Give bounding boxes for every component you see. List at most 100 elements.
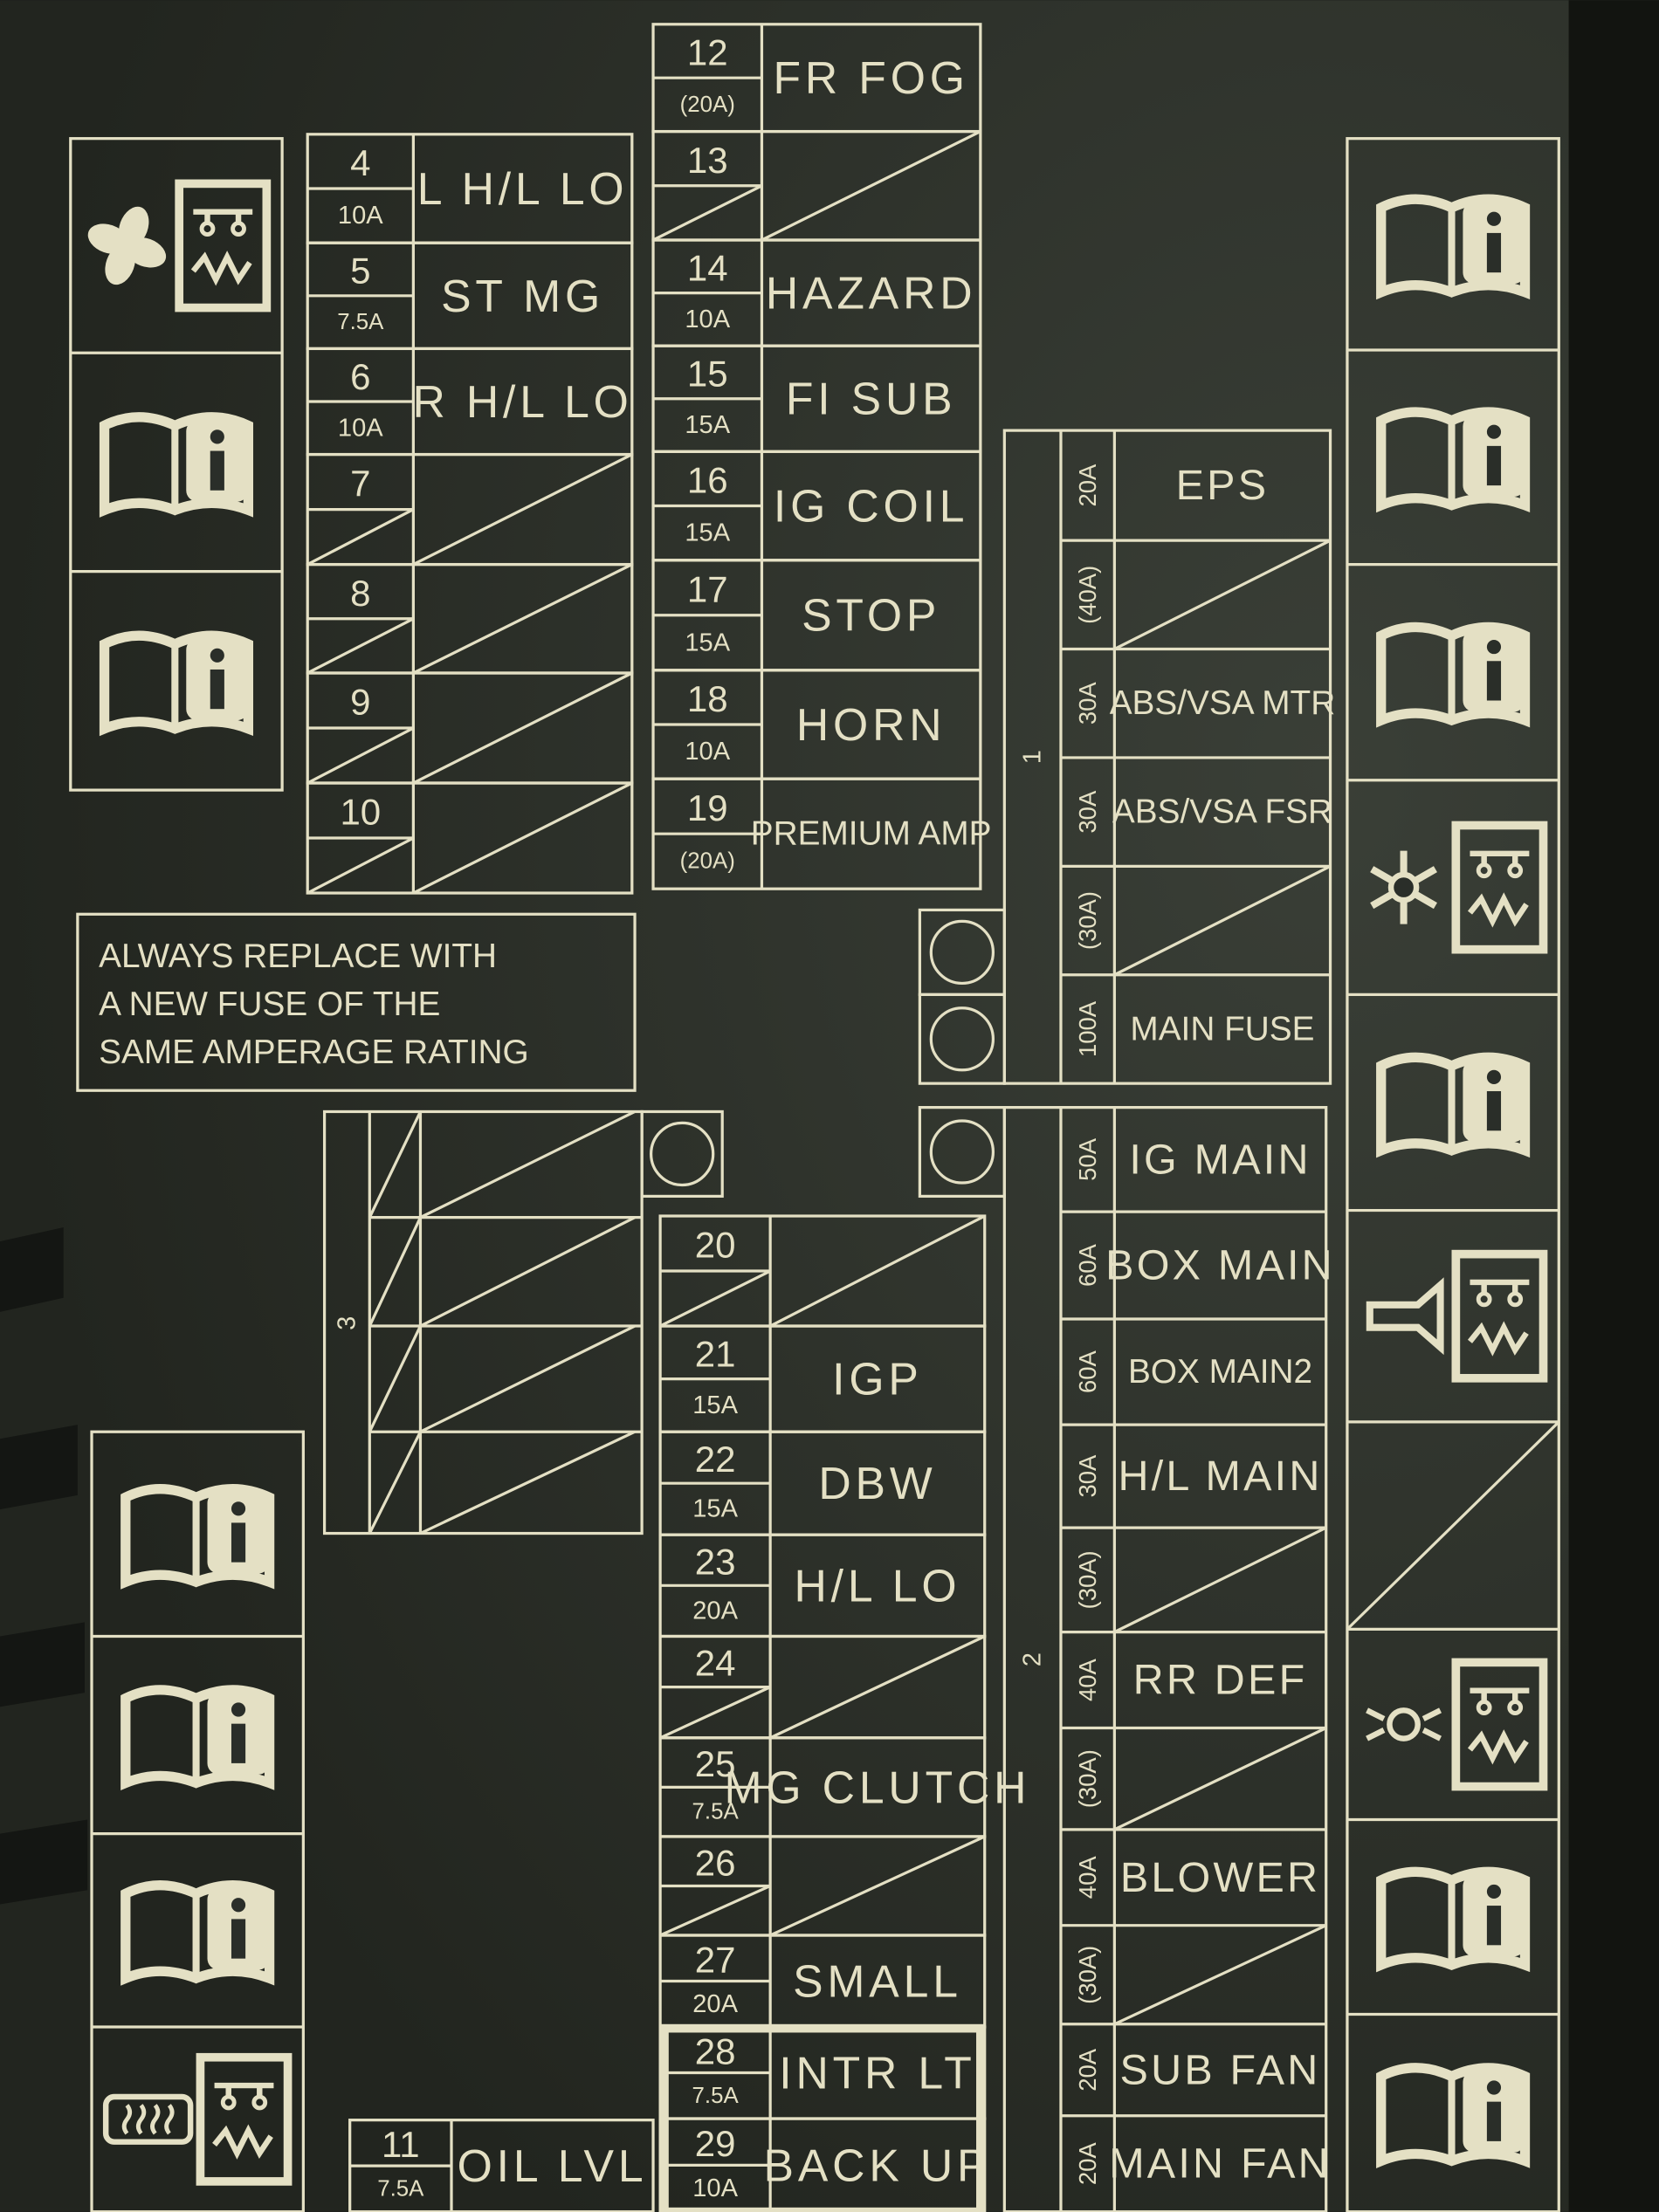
fuse-number: 4: [350, 142, 370, 183]
fuse-amperage: 30A: [1074, 1454, 1101, 1498]
fuse-amperage: 7.5A: [377, 2176, 424, 2201]
fuse-amperage: 7.5A: [692, 2084, 740, 2108]
block-fuse-slot[interactable]: (30A): [1060, 1726, 1327, 1831]
fuse-amperage: 7.5A: [692, 1800, 740, 1824]
empty-slot-diagonal: [412, 671, 633, 785]
fuse-amperage: 60A: [1074, 1350, 1101, 1393]
empty-amp-diagonal: [659, 1686, 771, 1740]
fuse-amperage: (30A): [1074, 1749, 1101, 1808]
relay-socket: [918, 993, 1006, 1085]
fuse-number: 13: [687, 140, 728, 181]
book-info-icon: [120, 1483, 275, 1590]
left-vent-louvers: [0, 1226, 88, 1905]
fuse-circuit-label: H/L MAIN: [1119, 1453, 1323, 1500]
empty-fuse-slot[interactable]: [368, 1324, 643, 1433]
fuse-number: 17: [687, 568, 728, 609]
fuse-slot-20[interactable]: 20: [658, 1214, 987, 1328]
empty-slot-diagonal: [761, 130, 981, 242]
fuse-number: 29: [695, 2123, 736, 2164]
fuse-amperage: 30A: [1074, 790, 1101, 834]
fuse-number: 15: [687, 354, 728, 395]
book-info-icon: [99, 412, 254, 518]
fuse-circuit-label: SUB FAN: [1120, 2046, 1321, 2093]
fuse-block-outline: [322, 1109, 644, 1535]
relay-icon: [175, 179, 272, 313]
empty-amp-diagonal: [659, 1269, 771, 1328]
fuse-circuit-label: BOX MAIN2: [1128, 1353, 1312, 1391]
relay-icon: [1451, 1658, 1548, 1791]
fuse-number: 8: [350, 573, 370, 614]
socket-circle-icon: [929, 1119, 995, 1185]
relay-icon: [1451, 821, 1548, 954]
fuse-slot-19[interactable]: 19(20A)PREMIUM AMP: [651, 777, 992, 890]
empty-fuse-slot[interactable]: [368, 1216, 643, 1328]
block-fuse-slot[interactable]: 60A BOX MAIN2: [1060, 1317, 1326, 1393]
fuse-circuit-label: EPS: [1176, 462, 1270, 509]
empty-slot-diagonal: [1113, 1924, 1327, 2026]
block-fuse-slot[interactable]: 30A H/L MAIN: [1060, 1423, 1326, 1500]
empty-amp-diagonal: [306, 617, 415, 675]
block-fuse-slot[interactable]: (40A): [1060, 539, 1332, 650]
fuse-circuit-label: FI SUB: [786, 374, 957, 424]
empty-slot-diagonal: [419, 1324, 636, 1433]
fuse-number: 21: [695, 1333, 736, 1374]
fuse-slot-21[interactable]: 21 15A IGP: [658, 1324, 987, 1433]
fuse-circuit-label: BOX MAIN: [1105, 1242, 1335, 1289]
block-fuse-slot[interactable]: (30A): [1060, 864, 1332, 977]
empty-slot-diagonal: [412, 781, 633, 895]
empty-fuse-slot[interactable]: [368, 1430, 643, 1535]
book-info-icon: [1376, 407, 1531, 513]
fuse-circuit-label: ABS/VSA MTR: [1110, 684, 1336, 722]
empty-slot-diagonal: [419, 1110, 636, 1219]
fuse-circuit-label: HAZARD: [766, 268, 977, 319]
fuse-slot-26[interactable]: 26: [658, 1835, 987, 1937]
empty-fuse-slot[interactable]: [368, 1110, 636, 1219]
fuse-amperage: 15A: [692, 1391, 738, 1419]
empty-slot-diagonal: [412, 563, 633, 675]
fuse-number: 7: [350, 463, 370, 504]
relay-socket: [918, 1106, 1006, 1199]
block-fuse-slot[interactable]: (30A): [1060, 1924, 1327, 2026]
fuse-circuit-label: IGP: [832, 1354, 923, 1405]
empty-amp-diagonal: [306, 836, 415, 895]
fuse-slot-10[interactable]: 10: [306, 781, 634, 895]
fuse-circuit-label: MG CLUTCH: [724, 1762, 1030, 1812]
fuse-block-number: 3: [333, 1316, 361, 1330]
fuse-slot-24[interactable]: 24: [658, 1634, 987, 1740]
fuse-number: 6: [350, 356, 370, 397]
socket-circle-icon: [650, 1121, 715, 1187]
notice-line: A NEW FUSE OF THE: [99, 986, 440, 1023]
fuse-number: 16: [687, 460, 728, 501]
block-fuse-slot[interactable]: (30A): [1060, 1526, 1327, 1634]
fuse-amperage: 100A: [1074, 1000, 1101, 1057]
fuse-amperage: (30A): [1074, 1946, 1101, 2004]
book-info-icon: [1376, 622, 1531, 728]
fuse-amperage: 40A: [1074, 1658, 1101, 1701]
fuse-amperage: 20A: [692, 1597, 738, 1625]
fuse-slot-9[interactable]: 9: [306, 671, 634, 785]
